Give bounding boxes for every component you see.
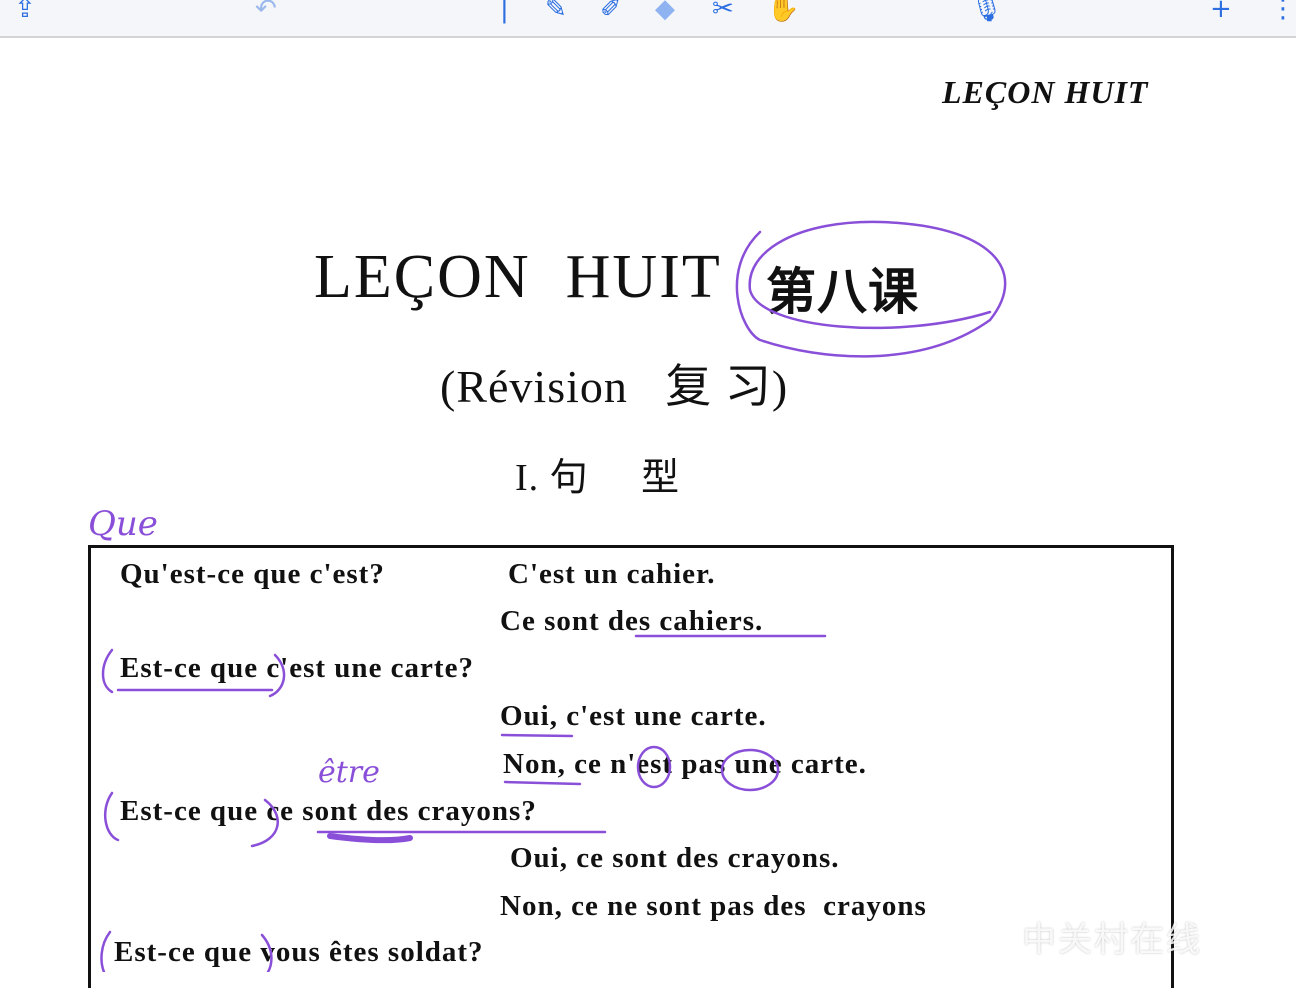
row-right: Non, ce n'est pas une carte. <box>503 748 867 780</box>
page-title-cn: 第八课 <box>766 263 919 321</box>
section-heading: I. 句 型 <box>515 457 681 499</box>
running-header: LEÇON HUIT <box>942 74 1149 110</box>
row-left: Qu'est-ce que c'est? <box>120 558 385 590</box>
ruler-icon[interactable]: | <box>500 0 509 24</box>
eraser-icon[interactable]: ◆ <box>655 0 675 24</box>
row-right: Non, ce ne sont pas des crayons <box>500 890 927 922</box>
row-right: Oui, ce sont des crayons. <box>510 842 840 874</box>
pen-icon[interactable]: ✎ <box>545 0 567 24</box>
microphone-icon[interactable]: 🎙 <box>970 0 1004 24</box>
row-left: Est-ce que ce sont des crayons? <box>120 795 537 827</box>
row-right: Ce sont des cahiers. <box>500 605 764 637</box>
more-icon[interactable]: ⋮ <box>1270 0 1296 24</box>
row-right: Oui, c'est une carte. <box>500 700 767 732</box>
page-title: LEÇON HUIT <box>314 243 722 311</box>
row-right: C'est un cahier. <box>508 558 716 590</box>
hand-icon[interactable]: ✋ <box>767 0 800 24</box>
share-icon[interactable]: ⇪ <box>14 0 36 24</box>
row-left: Est-ce que c'est une carte? <box>120 652 474 684</box>
toolbar: ⇪ ↶ | ✎ ✐ ◆ ✂ ✋ 🎙 + ⋮ <box>0 0 1296 38</box>
lasso-icon[interactable]: ✂ <box>712 0 734 24</box>
highlighter-icon[interactable]: ✐ <box>600 0 622 24</box>
note-que: Que <box>88 504 158 544</box>
subtitle: (Révision 复 习) <box>440 361 789 412</box>
watermark: 中关村在线 <box>1022 920 1202 960</box>
undo-icon[interactable]: ↶ <box>255 0 277 24</box>
row-left: Est-ce que vous êtes soldat? <box>114 936 484 968</box>
add-icon[interactable]: + <box>1210 0 1232 24</box>
pattern-box <box>88 545 1174 988</box>
